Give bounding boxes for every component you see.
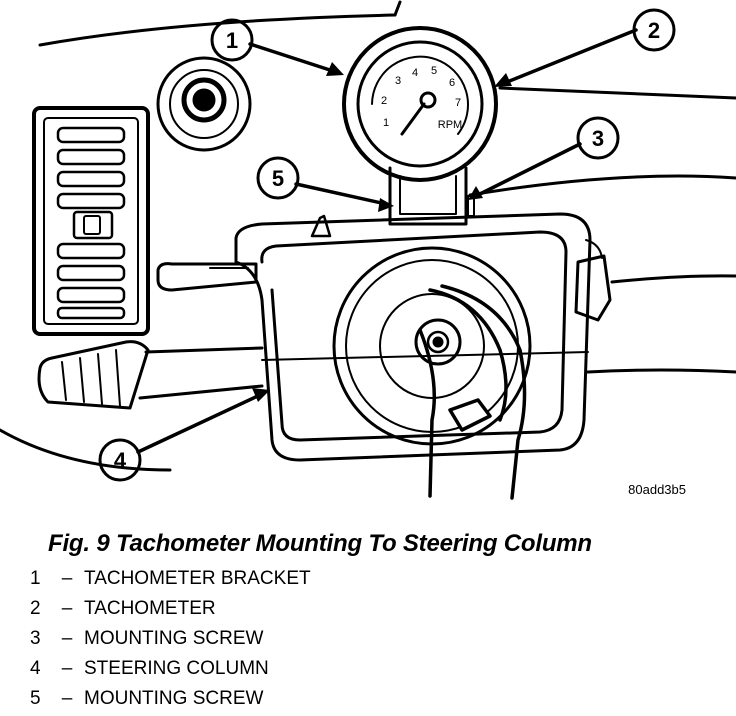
legend-label: TACHOMETER BRACKET [84, 568, 311, 589]
gauge-scale-number: 5 [431, 65, 437, 77]
legend-item: 5–MOUNTING SCREW [30, 686, 311, 716]
legend-number: 2 [30, 598, 41, 619]
dash-knob [156, 56, 252, 152]
legend-item: 4–STEERING COLUMN [30, 656, 311, 686]
gauge-unit-label: RPM [438, 119, 462, 131]
callout-5-number: 5 [272, 166, 284, 191]
legend-item: 1–TACHOMETER BRACKET [30, 566, 311, 596]
tachometer [342, 26, 498, 182]
callout-4-circle [98, 438, 142, 482]
gauge-scale-number: 3 [395, 75, 401, 87]
legend-number: 4 [30, 658, 41, 679]
callout-4-number: 4 [114, 448, 127, 473]
legend-separator: – [61, 688, 73, 709]
wiper-stalk [156, 262, 258, 292]
legend-separator: – [61, 628, 73, 649]
legend-item: 2–TACHOMETER [30, 596, 311, 626]
legend-separator: – [61, 568, 73, 589]
wiring-harness [418, 284, 527, 500]
gauge-scale-number: 6 [449, 77, 455, 89]
gauge-scale-number: 7 [455, 97, 461, 109]
figure-caption: Fig. 9 Tachometer Mounting To Steering C… [48, 530, 592, 557]
callout-5-circle [256, 156, 300, 200]
callout-3-number: 3 [592, 126, 604, 151]
gauge-scale-number: 1 [383, 117, 389, 129]
callout-1-number: 1 [226, 28, 238, 53]
legend-list: 1–TACHOMETER BRACKET 2–TACHOMETER 3–MOUN… [30, 566, 311, 716]
legend-number: 1 [30, 568, 41, 589]
gauge-scale-number: 4 [412, 67, 418, 79]
callout-arrows [136, 28, 638, 454]
legend-label: TACHOMETER [84, 598, 216, 619]
gauge-scale-number: 2 [381, 95, 387, 107]
steering-column [234, 212, 592, 462]
arrowheads [252, 62, 512, 402]
tachometer-mounting-illustration: 1 2 3 4 5 1 2 3 4 5 6 7 RPM 80add3b5 [0, 0, 736, 500]
dashboard-outline [0, 0, 736, 472]
callout-2-circle [632, 8, 676, 52]
turn-signal-lever [37, 340, 264, 410]
air-vent [32, 106, 150, 336]
legend-label: MOUNTING SCREW [84, 628, 264, 649]
legend-label: STEERING COLUMN [84, 658, 269, 679]
legend-label: MOUNTING SCREW [84, 688, 264, 709]
legend-number: 5 [30, 688, 41, 709]
legend-separator: – [61, 598, 73, 619]
legend-number: 3 [30, 628, 41, 649]
callout-3-circle [576, 116, 620, 160]
image-reference-id: 80add3b5 [628, 482, 686, 497]
legend-item: 3–MOUNTING SCREW [30, 626, 311, 656]
callout-1-circle [210, 18, 254, 62]
column-switch [574, 239, 612, 322]
callout-2-number: 2 [648, 18, 660, 43]
legend-separator: – [61, 658, 73, 679]
